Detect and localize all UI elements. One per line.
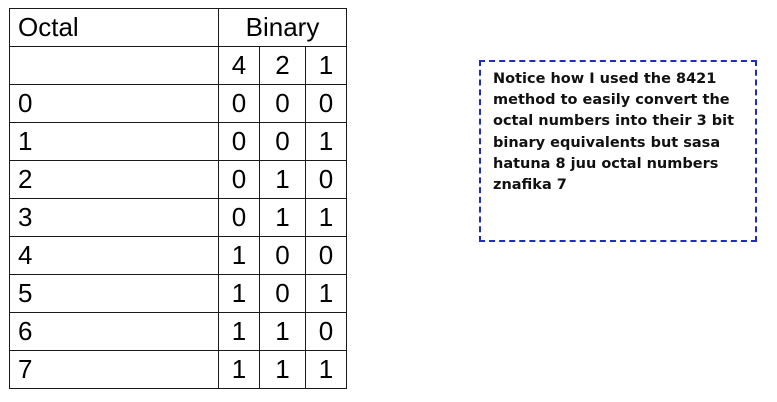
note-text: Notice how I used the 8421 method to eas… — [493, 71, 734, 194]
table-row: 3 0 1 1 — [9, 198, 347, 237]
octal-value: 3 — [9, 198, 219, 237]
octal-value: 7 — [9, 350, 219, 389]
bit-1: 0 — [305, 236, 347, 275]
table-row: 1 0 0 1 — [9, 122, 347, 161]
table-row: 2 0 1 0 — [9, 160, 347, 199]
weight-2: 2 — [259, 46, 306, 85]
bit-4: 1 — [218, 350, 260, 389]
weights-row: 4 2 1 — [9, 46, 347, 85]
bit-4: 0 — [218, 84, 260, 123]
bit-4: 1 — [218, 236, 260, 275]
bit-2: 0 — [259, 236, 306, 275]
table-row: 7 1 1 1 — [9, 350, 347, 389]
bit-4: 0 — [218, 198, 260, 237]
note-text-box: Notice how I used the 8421 method to eas… — [479, 60, 757, 242]
bit-2: 0 — [259, 84, 306, 123]
bit-2: 0 — [259, 122, 306, 161]
table-row: 4 1 0 0 — [9, 236, 347, 275]
table-row: 0 0 0 0 — [9, 84, 347, 123]
octal-value: 2 — [9, 160, 219, 199]
octal-value: 5 — [9, 274, 219, 313]
octal-value: 0 — [9, 84, 219, 123]
weights-empty-cell — [9, 46, 219, 85]
octal-value: 4 — [9, 236, 219, 275]
bit-1: 1 — [305, 274, 347, 313]
binary-column-header: Binary — [218, 8, 347, 47]
bit-1: 0 — [305, 160, 347, 199]
bit-2: 1 — [259, 160, 306, 199]
table-row: 5 1 0 1 — [9, 274, 347, 313]
bit-1: 1 — [305, 198, 347, 237]
bit-1: 1 — [305, 122, 347, 161]
header-row: Octal Binary — [9, 8, 347, 47]
bit-1: 0 — [305, 312, 347, 351]
bit-2: 1 — [259, 350, 306, 389]
bit-2: 1 — [259, 198, 306, 237]
bit-1: 0 — [305, 84, 347, 123]
octal-value: 1 — [9, 122, 219, 161]
bit-1: 1 — [305, 350, 347, 389]
octal-value: 6 — [9, 312, 219, 351]
weight-4: 4 — [218, 46, 260, 85]
bit-4: 1 — [218, 312, 260, 351]
octal-binary-table: Octal Binary 4 2 1 0 0 0 0 1 0 0 1 2 0 1… — [9, 8, 347, 389]
bit-2: 0 — [259, 274, 306, 313]
bit-4: 0 — [218, 122, 260, 161]
bit-4: 1 — [218, 274, 260, 313]
table-row: 6 1 1 0 — [9, 312, 347, 351]
bit-4: 0 — [218, 160, 260, 199]
octal-column-header: Octal — [9, 8, 219, 47]
bit-2: 1 — [259, 312, 306, 351]
weight-1: 1 — [305, 46, 347, 85]
